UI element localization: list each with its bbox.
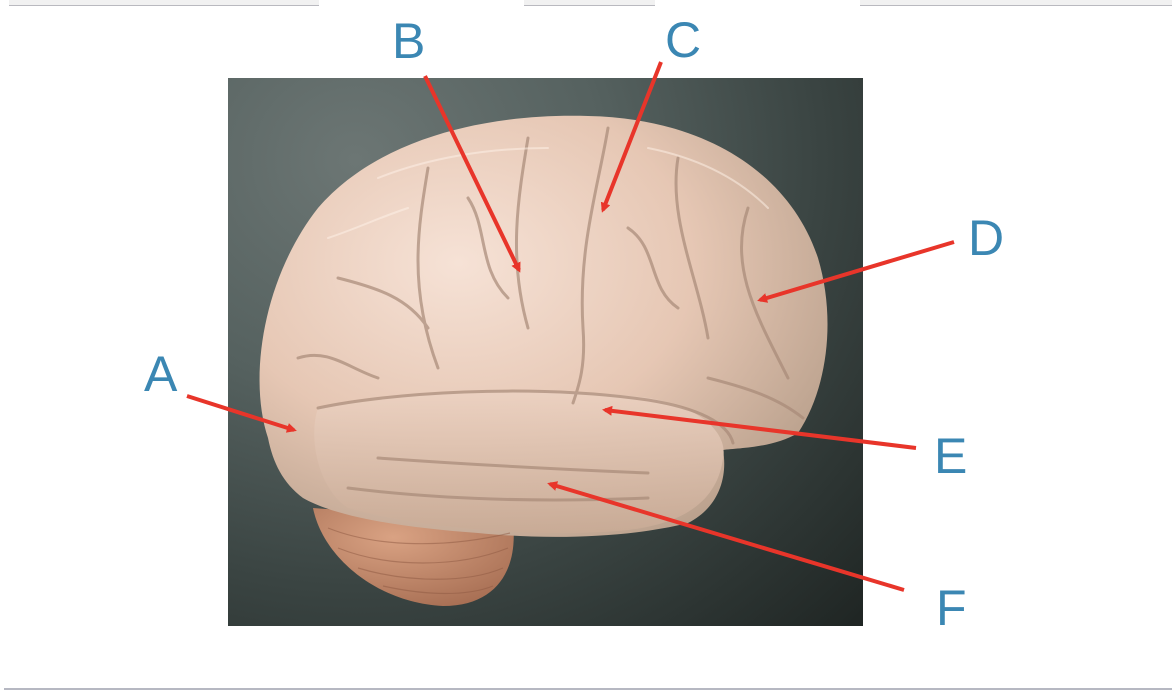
brain-photo — [228, 78, 863, 626]
label-c: C — [665, 12, 702, 68]
top-bar-right — [860, 0, 1172, 6]
top-bar-left — [9, 0, 319, 6]
cerebellum — [313, 508, 514, 606]
label-d: D — [968, 210, 1005, 266]
brain-illustration — [259, 115, 828, 606]
label-e: E — [934, 428, 968, 484]
top-bar-middle — [524, 0, 655, 6]
label-f: F — [936, 580, 967, 636]
label-b: B — [392, 13, 426, 69]
bottom-divider — [4, 688, 1172, 690]
label-a: A — [144, 346, 178, 402]
